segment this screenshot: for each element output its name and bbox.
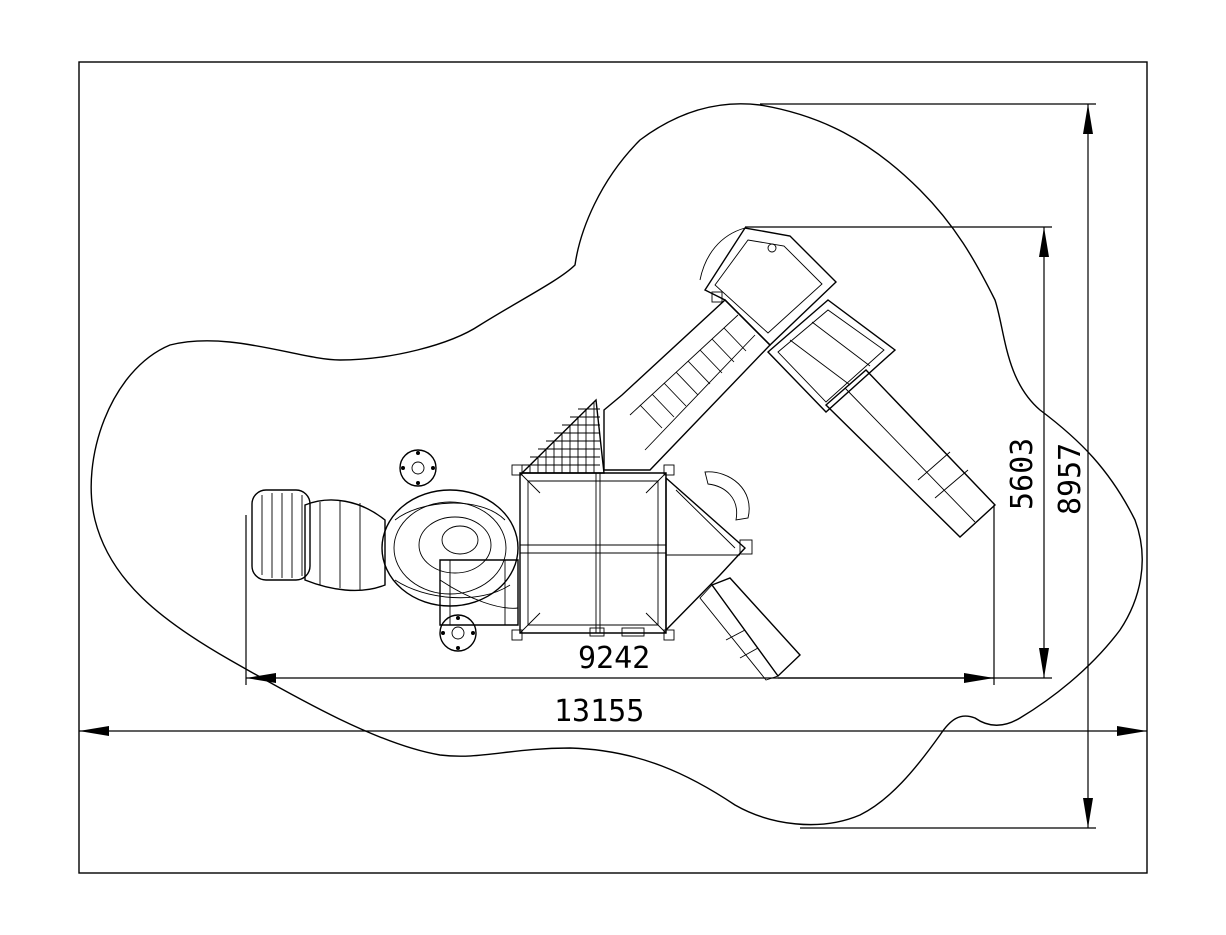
dimension-label-13155: 13155 [554,694,644,729]
dimension-label-5603: 5603 [1005,438,1040,510]
dimension-label-8957: 8957 [1053,443,1088,515]
dimension-overall-height [760,103,1096,829]
spiral-tube [381,489,519,626]
flange-bottom [439,614,477,652]
safety-zone-outline [90,103,1143,826]
diagonal-bridge [603,299,771,471]
upper-tower [699,227,838,346]
hatched-ramp [520,398,605,474]
dimension-overall-width [79,726,1147,736]
side-platform [665,476,753,632]
upper-platform [766,299,897,413]
drawing-border [78,61,1148,874]
flange-top [399,449,437,487]
tube-exit [251,489,386,592]
play-structure [251,227,997,681]
central-deck [511,464,675,641]
dimension-label-9242: 9242 [578,641,650,676]
dimension-equipment-height [745,226,1052,679]
upper-slide [824,369,997,538]
lower-slide [699,577,801,681]
curved-panel [704,471,750,521]
